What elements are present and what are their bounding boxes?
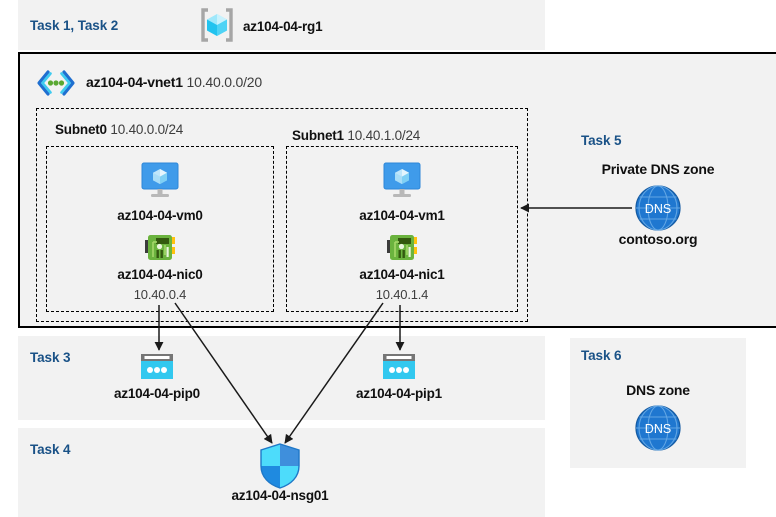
network-interface-icon: [386, 233, 418, 263]
subnet0-header: Subnet0 10.40.0.0/24: [55, 121, 183, 139]
network-interface-icon: [144, 233, 176, 263]
virtual-machine-icon: [139, 161, 181, 199]
subnet0-boundary: [46, 146, 274, 312]
dns-zone-icon: DNS: [635, 405, 681, 451]
vm1-name: az104-04-vm1: [359, 208, 445, 223]
dns-zone-heading: DNS zone: [626, 382, 690, 398]
vm0-name: az104-04-vm0: [117, 208, 203, 223]
task-label-1-2: Task 1, Task 2: [30, 18, 119, 33]
virtual-network-icon: [36, 70, 76, 96]
resource-group-band: [18, 0, 545, 50]
private-dns-zone-name: contoso.org: [618, 231, 698, 247]
vnet-address-space: 10.40.0.0/20: [186, 74, 263, 90]
nic0-name: az104-04-nic0: [117, 267, 203, 282]
public-ip-icon: [139, 353, 175, 383]
task-label-4: Task 4: [30, 442, 71, 457]
subnets-outer-boundary: [36, 108, 528, 322]
subnet1-name: Subnet1: [292, 128, 344, 143]
pip0-name: az104-04-pip0: [114, 386, 200, 401]
subnet1-header: Subnet1 10.40.1.0/24: [292, 127, 420, 145]
svg-text:DNS: DNS: [645, 422, 671, 436]
task-label-3: Task 3: [30, 350, 71, 365]
resource-group-name: az104-04-rg1: [243, 19, 323, 34]
svg-text:DNS: DNS: [645, 202, 671, 216]
resource-group-icon: [199, 7, 235, 43]
virtual-machine-icon: [381, 161, 423, 199]
network-security-group-shield-icon: [259, 443, 301, 489]
public-ip-band: [18, 336, 545, 420]
nsg-name: az104-04-nsg01: [231, 488, 329, 503]
subnet0-cidr: 10.40.0.0/24: [110, 122, 184, 137]
vnet-name: az104-04-vnet1: [86, 74, 183, 90]
dns-zone-icon: DNS: [635, 185, 681, 231]
pip1-name: az104-04-pip1: [356, 386, 442, 401]
nic0-ip: 10.40.0.4: [133, 287, 187, 302]
subnet1-cidr: 10.40.1.0/24: [347, 128, 421, 143]
public-ip-icon: [381, 353, 417, 383]
nic1-ip: 10.40.1.4: [375, 287, 429, 302]
task-label-6: Task 6: [581, 348, 622, 363]
private-dns-zone-heading: Private DNS zone: [601, 161, 715, 177]
task-label-5: Task 5: [581, 133, 622, 148]
vnet-header: az104-04-vnet1 10.40.0.0/20: [86, 74, 262, 92]
subnet0-name: Subnet0: [55, 122, 107, 137]
subnet1-boundary: [286, 146, 518, 312]
nic1-name: az104-04-nic1: [359, 267, 445, 282]
